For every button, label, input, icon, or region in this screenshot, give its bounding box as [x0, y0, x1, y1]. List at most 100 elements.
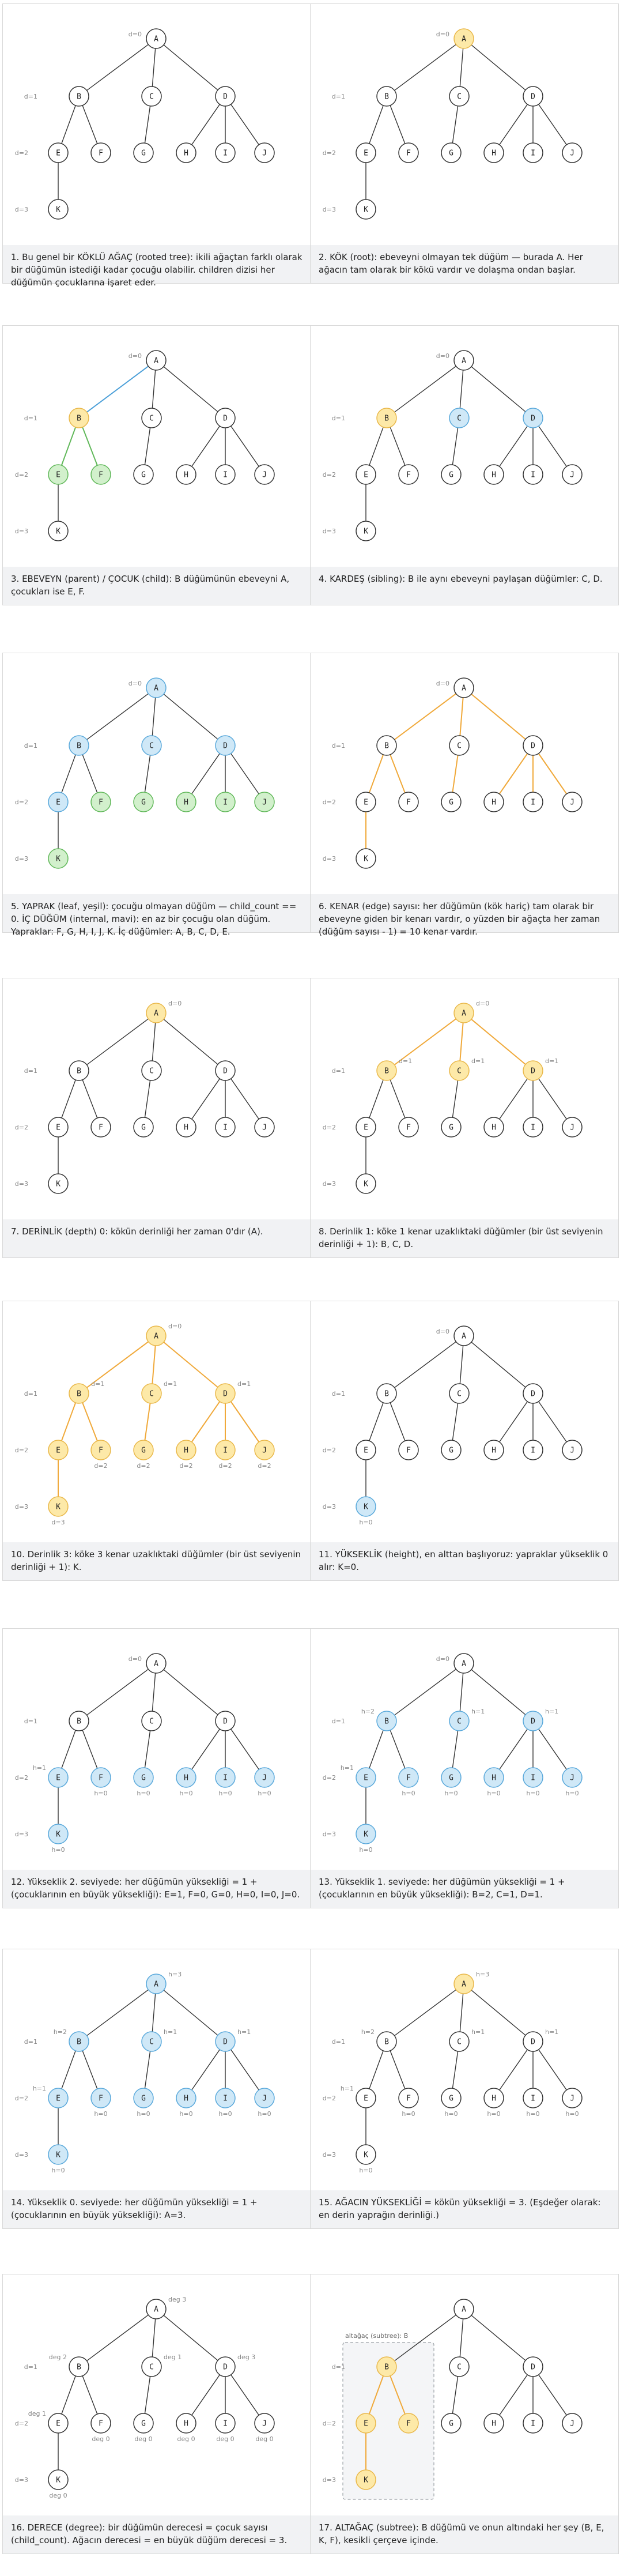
node-I [523, 142, 543, 163]
node-E [48, 2413, 69, 2434]
node-D [523, 735, 543, 756]
node-D [523, 408, 543, 428]
node-label-G: G [449, 2420, 453, 2428]
node-label-E: E [364, 2095, 368, 2103]
node-label-K: K [56, 1503, 61, 1512]
node-J [254, 1440, 275, 1460]
node-label-E: E [56, 1124, 61, 1132]
depth-label-A: d=0 [128, 680, 142, 687]
node-label-B: B [384, 1067, 389, 1076]
node-label-B: B [384, 1390, 389, 1399]
right-label-D: h=1 [545, 1708, 558, 1715]
node-label-F: F [99, 149, 103, 158]
node-label-H: H [492, 471, 496, 480]
node-B [376, 2031, 397, 2052]
node-label-J: J [570, 471, 574, 480]
edge-A-B [78, 687, 157, 746]
node-J [562, 142, 583, 163]
panel-caption: 12. Yükseklik 2. seviyede: her düğümün y… [3, 1870, 311, 1908]
node-label-J: J [262, 2420, 267, 2428]
node-label-I: I [223, 149, 228, 158]
left-label-E: h=1 [33, 1764, 46, 1772]
node-A [146, 677, 167, 698]
node-label-F: F [406, 1124, 411, 1132]
node-label-G: G [449, 471, 453, 480]
edge-D-J [225, 96, 265, 153]
node-C [449, 2356, 470, 2377]
below-label-J: h=0 [565, 2110, 579, 2118]
node-label-J: J [262, 149, 267, 158]
edge-A-B [78, 1335, 157, 1394]
edge-A-D [463, 687, 534, 746]
node-label-K: K [56, 855, 61, 864]
node-C [449, 1383, 470, 1404]
node-K [48, 2144, 69, 2165]
depth-label-K: d=3 [15, 528, 28, 535]
node-A [453, 1974, 474, 1994]
node-J [254, 2413, 275, 2434]
node-B [69, 1711, 89, 1731]
node-I [215, 792, 236, 812]
node-label-C: C [457, 1718, 462, 1726]
edge-A-B [386, 1983, 464, 2042]
node-K [356, 1496, 376, 1517]
right-label-B: d=1 [399, 1057, 412, 1065]
node-label-A: A [154, 1010, 158, 1018]
node-B [69, 735, 89, 756]
node-label-E: E [364, 2420, 368, 2428]
depth-label-B: d=1 [24, 742, 37, 750]
node-label-D: D [223, 1390, 228, 1399]
node-I [523, 1767, 543, 1788]
node-label-H: H [184, 149, 188, 158]
edge-A-B [78, 38, 157, 97]
node-I [215, 2413, 236, 2434]
depth-label-E: d=2 [15, 799, 28, 806]
node-H [483, 142, 504, 163]
node-label-D: D [223, 2363, 228, 2372]
node-F [90, 792, 111, 812]
panel-caption: 7. DERİNLİK (depth) 0: kökün derinliği h… [3, 1219, 311, 1257]
below-label-F: deg 0 [92, 2435, 109, 2443]
below-label-G: h=0 [444, 1790, 458, 1797]
below-label-I: h=0 [218, 1790, 232, 1797]
node-label-J: J [262, 1124, 267, 1132]
depth-label-K: d=3 [15, 2151, 28, 2159]
node-D [215, 1711, 236, 1731]
node-label-J: J [262, 799, 267, 807]
right-label-B: d=1 [91, 1380, 104, 1388]
below-label-I: deg 0 [216, 2435, 234, 2443]
node-label-K: K [364, 1831, 368, 1839]
panel-caption: 15. AĞACIN YÜKSEKLİĞİ = kökün yüksekliği… [311, 2190, 618, 2228]
edge-A-B [386, 360, 464, 419]
depth-label-B: d=1 [24, 93, 37, 100]
depth-label-K: d=3 [323, 2151, 336, 2159]
below-label-H: h=0 [179, 1790, 192, 1797]
edge-A-B [78, 1012, 157, 1071]
edge-D-H [493, 2366, 534, 2424]
node-label-G: G [449, 1774, 453, 1783]
panel-caption: 14. Yükseklik 0. seviyede: her düğümün y… [3, 2190, 311, 2228]
node-label-J: J [570, 799, 574, 807]
node-label-K: K [56, 1831, 61, 1839]
depth-label-K: d=3 [15, 855, 28, 863]
node-G [441, 1767, 462, 1788]
node-label-A: A [462, 1660, 466, 1669]
node-B [69, 2031, 89, 2052]
edge-A-D [156, 360, 226, 419]
node-I [523, 1117, 543, 1138]
depth-label-K: d=3 [323, 1831, 336, 1838]
node-E [356, 792, 376, 812]
node-H [176, 2088, 196, 2108]
node-label-I: I [223, 2420, 228, 2428]
node-label-E: E [364, 149, 368, 158]
edge-D-J [532, 745, 573, 803]
edge-D-H [186, 1393, 226, 1451]
